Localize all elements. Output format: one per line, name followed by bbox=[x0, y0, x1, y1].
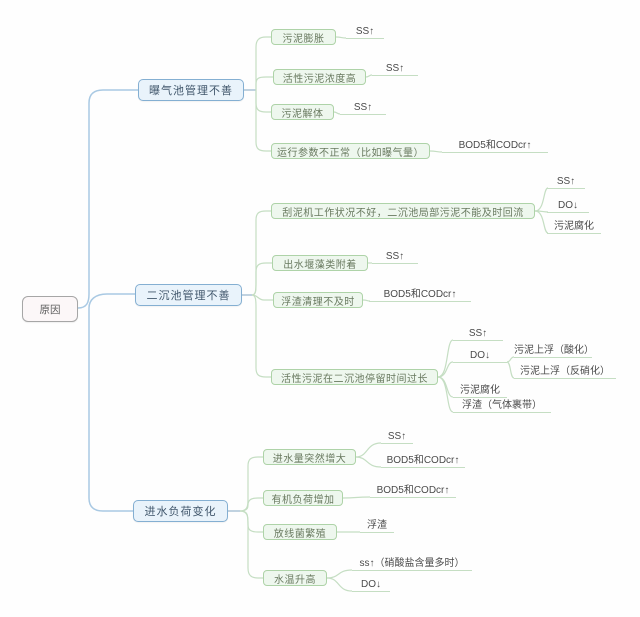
leaf-label[interactable]: 浮渣（气体裹带） bbox=[453, 399, 551, 413]
connector-line bbox=[239, 497, 263, 512]
connector-line bbox=[355, 456, 382, 468]
topic-node-actinomycetes-growth[interactable]: 放线菌繁殖 bbox=[263, 524, 337, 540]
connector-line bbox=[255, 90, 271, 152]
connector-line bbox=[342, 496, 371, 499]
root-node-cause[interactable]: 原因 bbox=[22, 296, 78, 322]
leaf-label[interactable]: BOD5和CODcr↑ bbox=[369, 288, 471, 302]
leaf-label[interactable]: 污泥腐化 bbox=[547, 220, 601, 234]
connector-line bbox=[326, 577, 353, 592]
connector-line bbox=[534, 187, 549, 212]
connector-line bbox=[437, 376, 454, 413]
leaf-label[interactable]: DO↓ bbox=[453, 349, 507, 363]
root-connectors bbox=[77, 89, 138, 512]
connector-line bbox=[255, 36, 271, 90]
connector-line bbox=[365, 74, 373, 78]
connector-line bbox=[239, 456, 263, 512]
topic-node-high-mlss[interactable]: 活性污泥浓度高 bbox=[273, 69, 366, 85]
connector-line bbox=[437, 361, 454, 378]
leaf-label[interactable]: SS↑ bbox=[346, 25, 384, 39]
connector-line bbox=[506, 361, 515, 379]
leaf-label[interactable]: DO↓ bbox=[352, 578, 390, 592]
leaf-label[interactable]: SS↑ bbox=[372, 250, 418, 264]
branch-node-aeration-tank[interactable]: 曝气池管理不善 bbox=[138, 79, 244, 101]
branch-node-secondary-clarifier[interactable]: 二沉池管理不善 bbox=[135, 284, 242, 306]
leaf-label[interactable]: BOD5和CODcr↑ bbox=[381, 454, 465, 468]
connector-line bbox=[335, 36, 347, 39]
connector-line bbox=[251, 210, 271, 296]
leaf-label[interactable]: BOD5和CODcr↑ bbox=[370, 484, 456, 498]
connector-line bbox=[88, 293, 135, 309]
leaf-label[interactable]: 污泥腐化 bbox=[453, 384, 507, 398]
connector-line bbox=[239, 510, 263, 579]
topic-node-sludge-disintegration[interactable]: 污泥解体 bbox=[271, 104, 334, 120]
connector-line bbox=[437, 339, 454, 378]
topic-node-weir-algae[interactable]: 出水堰藻类附着 bbox=[272, 255, 368, 271]
leaf-label[interactable]: SS↑ bbox=[381, 430, 413, 444]
connector-line bbox=[355, 442, 382, 458]
topic-node-sudden-flow-increase[interactable]: 进水量突然增大 bbox=[263, 449, 356, 465]
connector-line bbox=[362, 299, 371, 302]
leaf-label[interactable]: SS↑ bbox=[453, 327, 503, 341]
leaf-label[interactable]: 污泥上浮（酸化） bbox=[514, 345, 594, 358]
connector-line bbox=[255, 90, 271, 113]
branch-stubs bbox=[228, 89, 256, 512]
leaf-label[interactable]: 污泥上浮（反硝化） bbox=[514, 365, 616, 379]
connector-line bbox=[326, 569, 353, 579]
leaf-label[interactable]: SS↑ bbox=[547, 175, 585, 189]
branch-node-influent-load[interactable]: 进水负荷变化 bbox=[133, 500, 228, 522]
connector-line bbox=[239, 510, 263, 533]
topic-node-scum-not-cleared[interactable]: 浮渣清理不及时 bbox=[273, 292, 363, 308]
connector-line bbox=[534, 210, 549, 234]
connector-line bbox=[251, 262, 272, 296]
leaf-label[interactable]: BOD5和CODcr↑ bbox=[442, 139, 548, 153]
topic-node-long-retention[interactable]: 活性污泥在二沉池停留时间过长 bbox=[271, 369, 438, 385]
connector-line bbox=[88, 308, 133, 512]
connector-line bbox=[255, 76, 273, 90]
connector-line bbox=[251, 294, 271, 378]
leaf-label[interactable]: ss↑（硝酸盐含量多时） bbox=[352, 557, 472, 571]
topic-node-sludge-bulking[interactable]: 污泥膨胀 bbox=[271, 29, 336, 45]
topic-connectors bbox=[239, 36, 549, 592]
topic-node-organic-load-increase[interactable]: 有机负荷增加 bbox=[263, 490, 343, 506]
leaf-label[interactable]: SS↑ bbox=[372, 62, 418, 76]
connector-line bbox=[506, 356, 515, 363]
leaf-label[interactable]: DO↓ bbox=[547, 199, 589, 213]
topic-node-abnormal-parameters[interactable]: 运行参数不正常（比如曝气量） bbox=[271, 143, 430, 159]
connector-line bbox=[77, 89, 138, 309]
connector-line bbox=[429, 150, 443, 153]
leaf-label[interactable]: SS↑ bbox=[340, 101, 386, 115]
topic-node-scraper-malfunction[interactable]: 刮泥机工作状况不好，二沉池局部污泥不能及时回流 bbox=[271, 203, 535, 219]
connector-line bbox=[333, 111, 341, 115]
leaf-label[interactable]: 浮渣 bbox=[360, 519, 394, 533]
topic-node-water-temp-rise[interactable]: 水温升高 bbox=[263, 570, 327, 586]
